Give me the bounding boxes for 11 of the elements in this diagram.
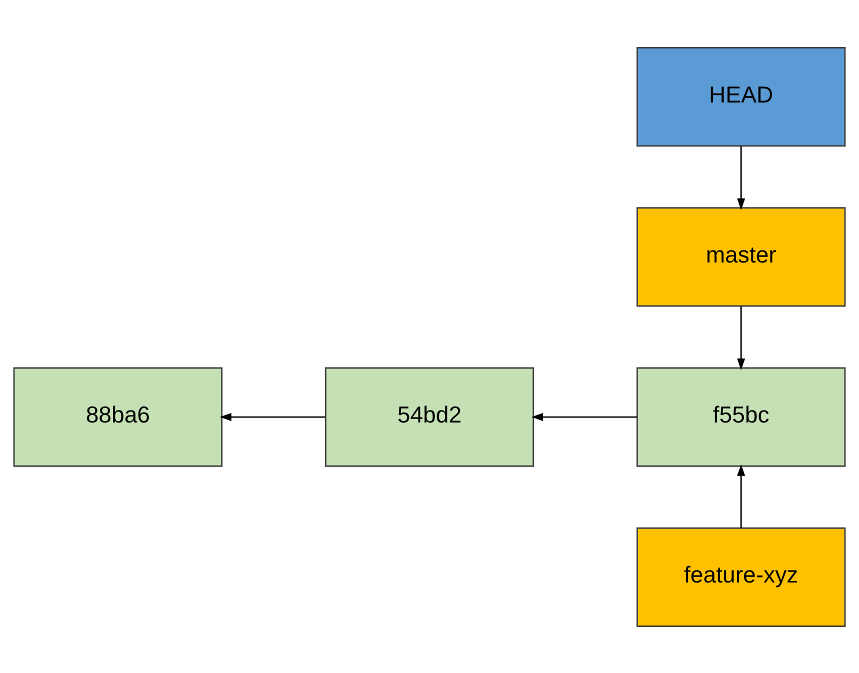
node-box: 88ba6 <box>13 366 222 466</box>
node-box: 54bd2 <box>324 366 534 466</box>
node-box: f55bc <box>636 366 846 466</box>
arrow <box>737 146 746 210</box>
arrow <box>531 412 637 421</box>
node-box: feature-xyz <box>636 526 846 626</box>
arrow <box>737 464 746 528</box>
arrow <box>220 412 326 421</box>
node-box: HEAD <box>636 46 846 146</box>
node-box: master <box>636 206 846 306</box>
arrow <box>737 306 746 370</box>
